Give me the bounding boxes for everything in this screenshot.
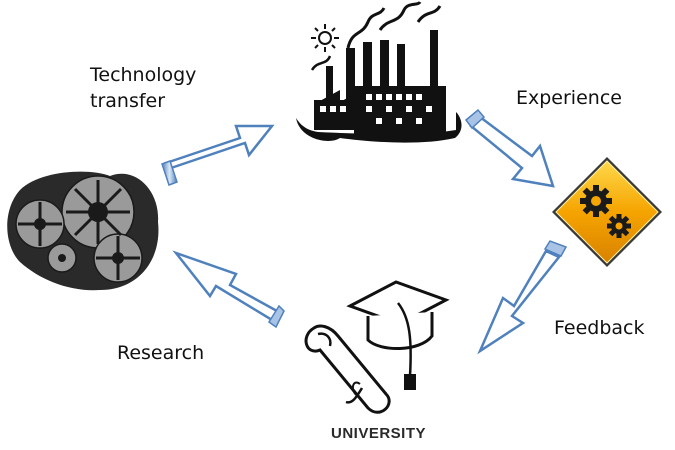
arrow-technology-transfer <box>161 124 275 186</box>
university-label: UNIVERSITY <box>331 425 427 442</box>
arrow-experience <box>464 108 555 188</box>
technology-transfer-label: Technology transfer <box>90 62 196 114</box>
technology-transfer-label-line2: transfer <box>90 90 166 112</box>
arrow-research <box>172 250 285 329</box>
arrow-feedback <box>477 240 568 355</box>
warning-gears-icon <box>552 157 662 267</box>
experience-label: Experience <box>516 87 622 109</box>
factory-icon <box>296 0 462 143</box>
research-label: Research <box>117 342 205 364</box>
gears-icon <box>7 171 159 291</box>
graduation-cap-diploma-icon <box>304 280 450 414</box>
technology-transfer-label-line1: Technology <box>90 64 197 86</box>
feedback-label: Feedback <box>554 317 645 339</box>
